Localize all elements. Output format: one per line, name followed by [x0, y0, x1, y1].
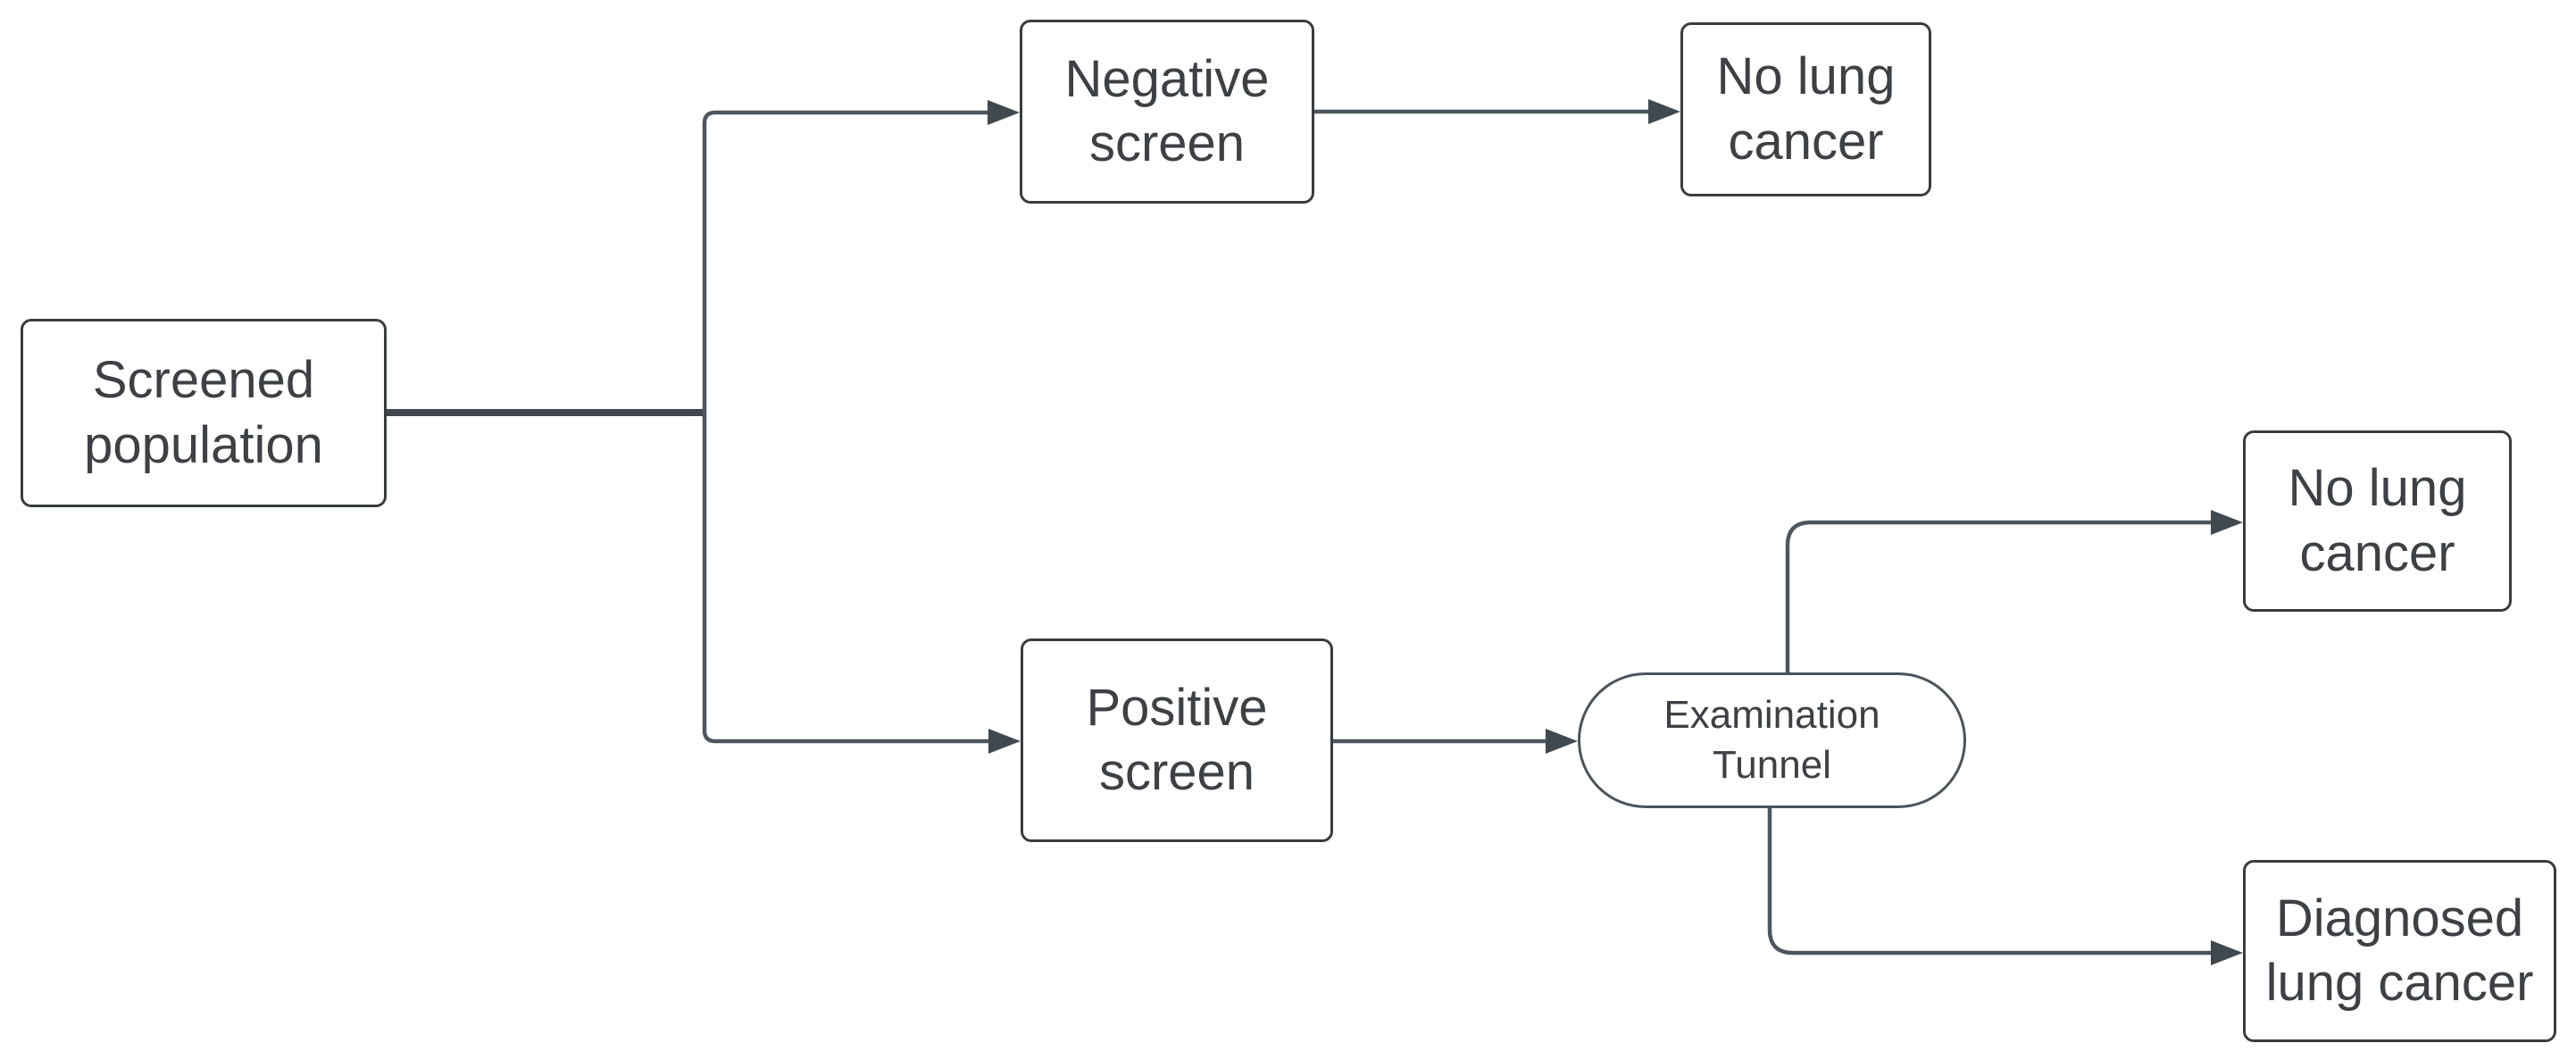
arrowhead-no-lung-cancer-1 — [1648, 99, 1680, 124]
connector-tunnel-to-diagnosed — [1767, 807, 2220, 956]
arrowhead-examination-tunnel — [1546, 729, 1578, 754]
node-screened-population: Screened population — [21, 319, 387, 507]
connector-screened-to-positive — [702, 413, 997, 744]
arrowhead-no-lung-cancer-2 — [2211, 510, 2243, 535]
node-no-lung-cancer-top: No lung cancer — [1680, 22, 1931, 196]
arrowhead-diagnosed-lung-cancer — [2211, 940, 2243, 965]
node-diagnosed-lung-cancer: Diagnosed lung cancer — [2243, 860, 2556, 1042]
node-negative-screen: Negative screen — [1020, 20, 1314, 204]
connector-screened-to-negative — [702, 110, 996, 413]
node-examination-tunnel: Examination Tunnel — [1578, 672, 1966, 808]
arrowhead-negative-screen — [988, 100, 1020, 125]
connector-tunnel-to-nolung — [1785, 520, 2220, 673]
arrowhead-positive-screen — [988, 729, 1021, 754]
node-no-lung-cancer-right: No lung cancer — [2243, 430, 2512, 612]
node-positive-screen: Positive screen — [1021, 639, 1333, 842]
